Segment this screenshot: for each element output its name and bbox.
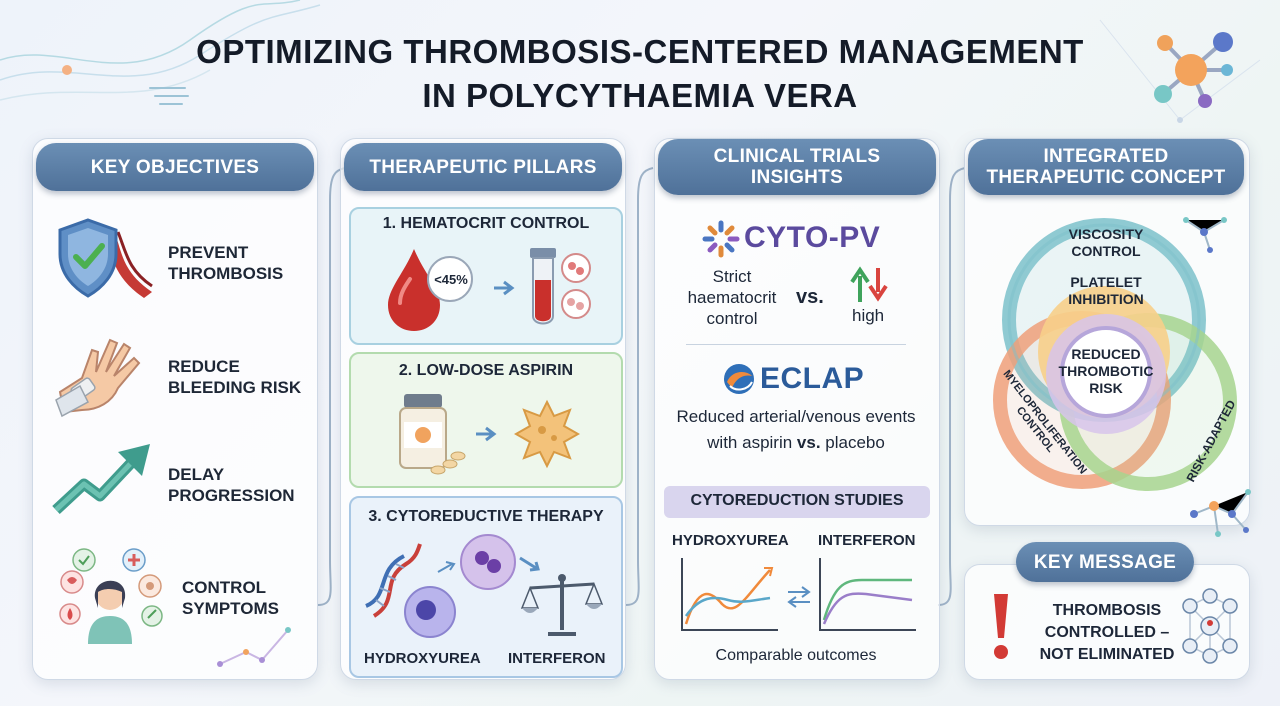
pillar3-label-interferon: INTERFERON — [508, 650, 606, 667]
objectives-header: KEY OBJECTIVES — [36, 143, 314, 191]
up-down-arrows-icon — [850, 266, 888, 302]
arrow-right-icon — [437, 561, 456, 573]
hematocrit-threshold-badge: <45% — [434, 272, 468, 287]
eclap-title: ECLAP — [760, 362, 865, 395]
balance-scale-icon — [520, 574, 604, 636]
cell-icon — [404, 586, 456, 638]
trials-panel — [654, 138, 940, 680]
arrow-right-icon — [494, 280, 515, 296]
network-molecule-icon-2 — [1190, 489, 1251, 537]
pillar-title-3: 3. CYTOREDUCTIVE THERAPY — [368, 508, 604, 525]
network-decoration-icon — [217, 627, 291, 667]
cyto-pv-high: high — [852, 306, 885, 325]
people-network-icon — [1182, 588, 1238, 664]
exclamation-icon — [994, 594, 1008, 659]
comparable-outcomes: Comparable outcomes — [715, 647, 877, 664]
pillar-title-2: 2. LOW-DOSE ASPIRIN — [398, 362, 574, 379]
pill-bottle-icon — [399, 394, 466, 475]
arrow-right-icon — [519, 556, 540, 572]
cyto-pv-logo-icon — [702, 220, 740, 258]
pillars-header: THERAPEUTIC PILLARS — [344, 143, 622, 191]
cyto-pv-vs: vs. — [796, 286, 824, 308]
eclap-logo-icon — [724, 364, 754, 394]
cytoreduction-studies-bar — [664, 486, 930, 518]
pillar-title-1: 1. HEMATOCRIT CONTROL — [382, 215, 590, 232]
eclap-description: Reduced arterial/venous events with aspi… — [676, 407, 916, 452]
purple-cell-icon — [460, 534, 516, 590]
hydroxyurea-mini-chart — [681, 558, 778, 631]
trials-divider — [686, 344, 906, 345]
arrow-right-icon — [476, 426, 497, 442]
page-title: OPTIMIZING THROMBOSIS-CENTERED MANAGEMEN… — [196, 33, 1084, 114]
message-header: KEY MESSAGE — [1016, 542, 1194, 582]
compare-arrows-icon — [787, 586, 811, 608]
venn-rings-diagram — [993, 218, 1237, 491]
interferon-mini-chart — [819, 558, 916, 631]
molecule-icon — [1154, 32, 1233, 108]
cytoreduction-studies-title: CYTOREDUCTION STUDIES — [690, 492, 904, 509]
shield-check-icon — [58, 218, 153, 298]
studies-label-interferon: INTERFERON — [818, 532, 916, 549]
bandaged-hand-icon — [55, 338, 141, 418]
studies-label-hydroxyurea: HYDROXYUREA — [672, 532, 789, 549]
platelet-icon — [513, 399, 581, 469]
pillar3-label-hydroxyurea: HYDROXYUREA — [364, 650, 481, 667]
blood-drop-icon — [388, 249, 473, 331]
network-molecule-icon — [1183, 217, 1227, 253]
trend-up-arrow-icon — [52, 444, 150, 515]
pillar-aspirin: 2. LOW-DOSE ASPIRIN — [349, 352, 623, 488]
cyto-pv-title: CYTO-PV — [744, 221, 881, 254]
test-tube-icon — [530, 248, 591, 325]
dna-icon — [365, 543, 422, 618]
patient-symptoms-icon — [59, 548, 163, 644]
